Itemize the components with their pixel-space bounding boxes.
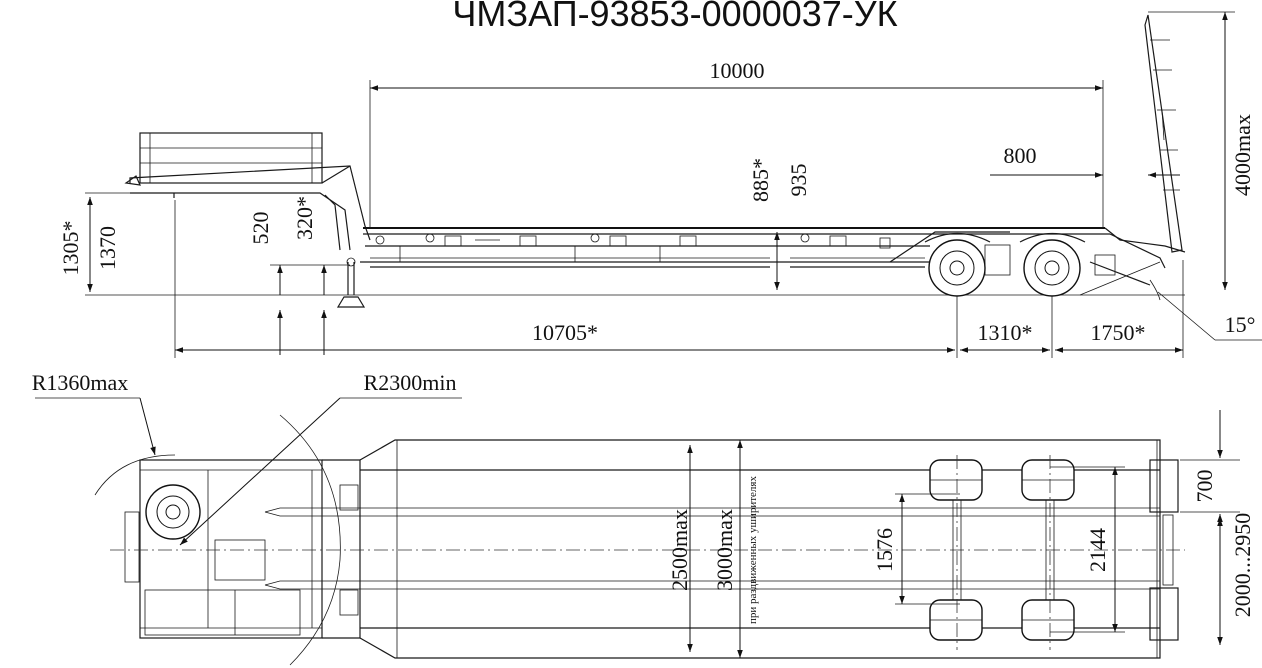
dim-ramp-angle: 15° bbox=[1225, 312, 1256, 337]
gooseneck bbox=[124, 132, 371, 308]
dim-wheel-track-inner: 1576 bbox=[872, 528, 897, 572]
dim-total-to-axle: 10705* bbox=[532, 320, 598, 345]
dim-turn-radius-front: R1360max bbox=[32, 370, 129, 395]
drawing-title: ЧМЗАП-93853-0000037-УК bbox=[452, 0, 897, 34]
dim-rear-overhang: 1750* bbox=[1091, 320, 1146, 345]
top-wheels bbox=[929, 455, 1075, 650]
dim-axle-spacing: 1310* bbox=[978, 320, 1033, 345]
side-view: 10000 800 4000max 885* 935 1305* 1370 52… bbox=[58, 11, 1262, 358]
dim-kingpin-320: 320* bbox=[292, 196, 317, 240]
dim-coupling-height-1: 1305* bbox=[58, 221, 83, 276]
dim-ramp-spread: 2000...2950 bbox=[1230, 513, 1255, 618]
side-wheels bbox=[924, 233, 1086, 297]
top-view: R1360max R2300min bbox=[32, 370, 1255, 666]
dim-width-extended: 3000max bbox=[712, 509, 737, 591]
dim-turn-radius-min: R2300min bbox=[364, 370, 457, 395]
deck bbox=[360, 227, 1186, 286]
dim-extended-note: при раздвиженных уширителях bbox=[747, 476, 759, 624]
dim-coupling-height-2: 1370 bbox=[95, 226, 120, 270]
dim-gooseneck-step: 800 bbox=[1004, 143, 1037, 168]
dim-ramp-width: 700 bbox=[1192, 470, 1217, 503]
dim-kingpin-520: 520 bbox=[248, 212, 273, 245]
dim-deck-height-2: 935 bbox=[786, 164, 811, 197]
dim-deck-length: 10000 bbox=[710, 58, 765, 83]
dim-deck-height-1: 885* bbox=[748, 158, 773, 202]
rear-ramp bbox=[1144, 14, 1183, 253]
dim-wheel-track-outer: 2144 bbox=[1085, 528, 1110, 572]
dim-width-main: 2500max bbox=[667, 509, 692, 591]
dim-height-max: 4000max bbox=[1230, 114, 1255, 196]
